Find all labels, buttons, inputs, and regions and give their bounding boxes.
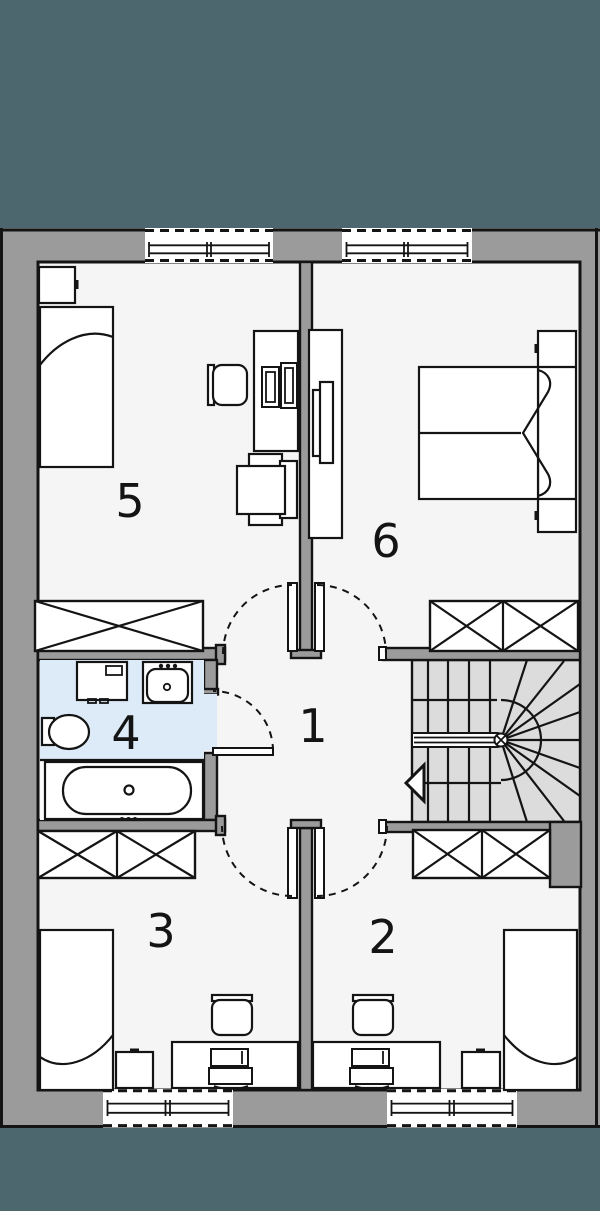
wardrobe-icon bbox=[36, 829, 197, 880]
wall-cap bbox=[289, 818, 323, 830]
sink-icon bbox=[141, 660, 194, 705]
wall-center-bottom bbox=[298, 826, 314, 1092]
bookshelf-icon bbox=[307, 328, 344, 540]
room-bedroom-bottom-right: 2 bbox=[311, 910, 579, 1092]
door-swing-icon bbox=[314, 582, 387, 655]
door-leaf bbox=[212, 747, 274, 756]
doors bbox=[212, 582, 388, 899]
single-bed-icon bbox=[502, 928, 579, 1092]
stair-direction-arrow-icon bbox=[403, 761, 426, 805]
door-leaf bbox=[314, 582, 325, 652]
double-bed-icon bbox=[417, 329, 578, 534]
room-bathroom: 4 bbox=[40, 660, 205, 821]
washing-machine-icon bbox=[75, 660, 129, 704]
wardrobe-icon bbox=[33, 599, 205, 653]
desk-chair-icon bbox=[351, 993, 395, 1037]
staircase-icon bbox=[403, 658, 582, 824]
wardrobe-icon bbox=[428, 599, 580, 653]
window-icon bbox=[342, 228, 472, 263]
wall-cap bbox=[214, 643, 227, 666]
armchair-icon bbox=[235, 452, 299, 527]
door-swing-icon bbox=[222, 582, 298, 655]
room-bedroom-bottom-left: 3 bbox=[38, 904, 300, 1092]
door-swing-icon bbox=[314, 825, 388, 899]
room-hallway: 1 bbox=[298, 699, 327, 753]
wardrobes bbox=[33, 599, 580, 880]
nightstand-icon bbox=[460, 1048, 502, 1090]
nightstand-icon bbox=[37, 265, 79, 305]
wardrobe-icon bbox=[411, 828, 552, 880]
door-leaf bbox=[314, 827, 325, 899]
stair-railing bbox=[411, 732, 505, 748]
desk-chair-icon bbox=[210, 993, 254, 1037]
room-label: 5 bbox=[115, 474, 144, 528]
desk-icon bbox=[311, 1040, 442, 1090]
sideboard-icon bbox=[318, 380, 335, 465]
room-label: 1 bbox=[298, 699, 327, 753]
door-leaf bbox=[287, 827, 298, 899]
wall-cap bbox=[289, 648, 323, 660]
wall-bathroom-bottom bbox=[36, 818, 227, 833]
nightstand-icon bbox=[114, 1048, 155, 1090]
windows bbox=[103, 228, 517, 1128]
door-jamb bbox=[378, 646, 387, 661]
room-label: 4 bbox=[111, 706, 140, 760]
window-icon bbox=[145, 228, 273, 263]
wall-cap bbox=[214, 814, 227, 837]
door-jamb bbox=[378, 819, 387, 834]
door-leaf bbox=[287, 582, 298, 652]
door-swing-icon bbox=[212, 690, 274, 756]
wall-bathroom-right-lower bbox=[202, 751, 219, 822]
bathtub-icon bbox=[43, 760, 205, 821]
desk-icon bbox=[170, 1040, 300, 1090]
room-label: 2 bbox=[368, 910, 397, 964]
window-icon bbox=[387, 1089, 517, 1128]
room-bedroom-top-right: 6 bbox=[307, 328, 578, 568]
desk-icon bbox=[252, 329, 300, 453]
desk-chair-icon bbox=[206, 363, 249, 407]
single-bed-icon bbox=[38, 928, 115, 1092]
single-bed-icon bbox=[38, 305, 115, 469]
wall-jog-bottom-right bbox=[548, 820, 583, 889]
window-icon bbox=[103, 1089, 233, 1128]
toilet-icon bbox=[40, 713, 91, 751]
door-swing-icon bbox=[221, 825, 298, 899]
room-label: 6 bbox=[371, 514, 400, 568]
room-bedroom-top-left: 5 bbox=[37, 265, 300, 528]
room-label: 3 bbox=[146, 904, 175, 958]
